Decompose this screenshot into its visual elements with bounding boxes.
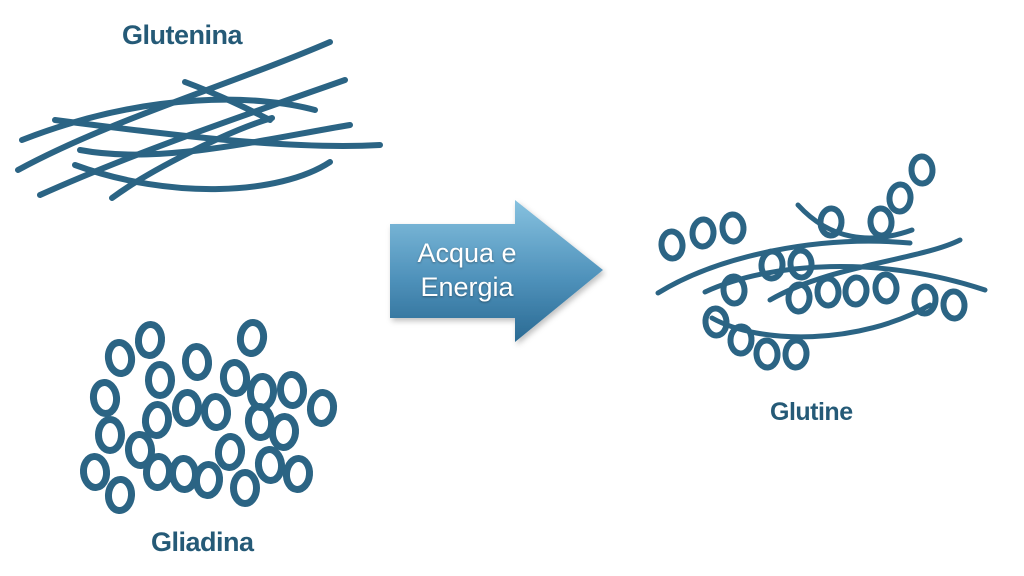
glutenina-strands bbox=[15, 39, 383, 201]
ring bbox=[785, 281, 813, 315]
ring bbox=[200, 393, 232, 431]
ring bbox=[782, 337, 810, 371]
ring bbox=[236, 319, 268, 357]
ring bbox=[720, 273, 748, 307]
ring bbox=[230, 469, 260, 507]
gliadina-label: Gliadina bbox=[151, 527, 254, 557]
ring bbox=[181, 343, 213, 381]
ring bbox=[886, 181, 914, 215]
ring bbox=[268, 413, 300, 451]
ring bbox=[867, 205, 895, 239]
ring bbox=[192, 461, 224, 499]
glutine-label: Glutine bbox=[770, 398, 853, 426]
ring bbox=[814, 275, 842, 309]
strand bbox=[709, 302, 933, 340]
ring bbox=[658, 228, 686, 262]
ring bbox=[254, 446, 286, 484]
process-arrow bbox=[390, 200, 603, 342]
ring bbox=[79, 453, 111, 491]
ring bbox=[104, 339, 136, 377]
ring bbox=[145, 361, 175, 399]
ring bbox=[702, 305, 730, 339]
ring bbox=[727, 323, 755, 357]
ring bbox=[908, 153, 936, 187]
ring bbox=[911, 283, 939, 317]
strand bbox=[77, 122, 353, 158]
glutenina-label: Glutenina bbox=[122, 20, 243, 50]
ring bbox=[758, 248, 786, 282]
ring bbox=[842, 274, 870, 308]
ring bbox=[168, 455, 200, 493]
strand bbox=[72, 159, 333, 193]
strand bbox=[52, 117, 383, 149]
strand bbox=[37, 77, 348, 198]
ring bbox=[214, 433, 246, 471]
ring bbox=[89, 379, 121, 417]
ring bbox=[141, 401, 173, 439]
ring bbox=[104, 476, 136, 514]
ring bbox=[171, 389, 203, 427]
arrow-label-line2: Energia bbox=[420, 272, 514, 302]
ring bbox=[95, 416, 125, 454]
ring bbox=[787, 247, 815, 281]
ring bbox=[276, 371, 308, 409]
ring bbox=[753, 337, 781, 371]
ring bbox=[282, 455, 314, 493]
ring bbox=[142, 453, 174, 491]
glutine-rings bbox=[658, 153, 968, 371]
ring bbox=[872, 271, 900, 305]
strand bbox=[795, 202, 915, 241]
ring bbox=[719, 211, 747, 245]
ring bbox=[689, 216, 717, 250]
arrow-label-line1: Acqua e bbox=[417, 238, 517, 268]
gliadina-rings bbox=[79, 319, 338, 514]
strand bbox=[182, 79, 273, 123]
ring bbox=[134, 321, 166, 359]
ring bbox=[219, 359, 251, 397]
ring bbox=[124, 431, 156, 469]
strand bbox=[702, 264, 988, 295]
ring bbox=[817, 205, 845, 239]
arrow-label: Acqua e Energia bbox=[392, 236, 542, 304]
ring bbox=[306, 389, 338, 427]
ring bbox=[940, 288, 968, 322]
strand bbox=[109, 115, 275, 201]
ring bbox=[244, 403, 276, 441]
